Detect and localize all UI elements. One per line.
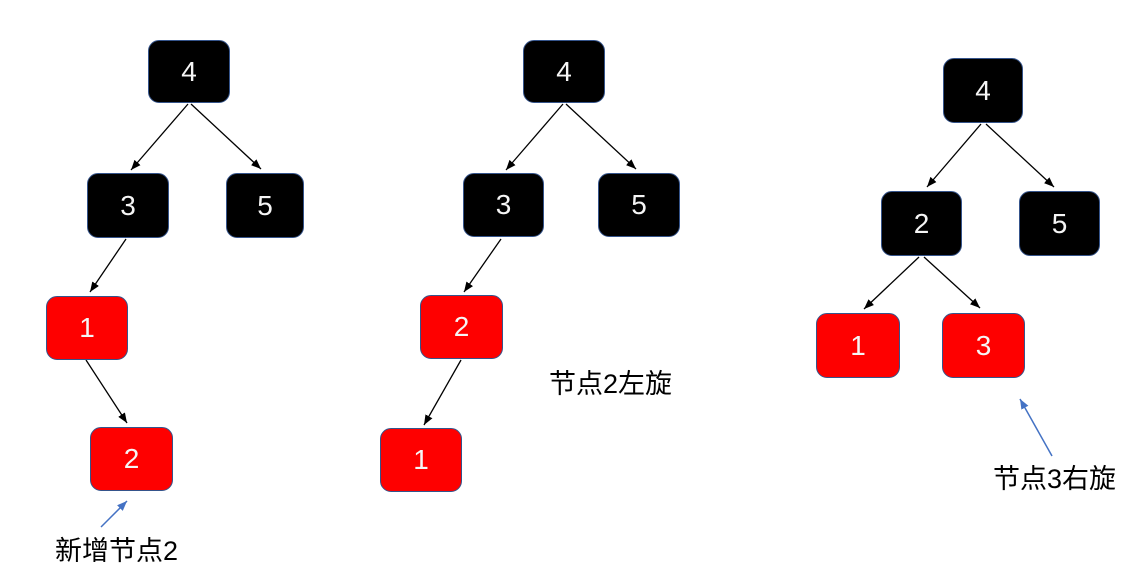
tree-3-edge-2-1 <box>863 256 920 310</box>
tree-3-node-3: 3 <box>942 313 1025 378</box>
tree-1-node-5: 5 <box>226 173 304 238</box>
tree-3-node-5: 5 <box>1019 191 1100 256</box>
tree-1-edge-1-2 <box>85 359 128 424</box>
tree-1-edge-4-3 <box>130 103 189 171</box>
new-node-pointer-arrow <box>100 500 128 528</box>
tree-2-node-4: 4 <box>523 40 605 103</box>
caption-new-node-2: 新增节点2 <box>55 536 179 566</box>
tree-3-node-2: 2 <box>881 191 962 256</box>
caption-node-3-right-rotate: 节点3右旋 <box>993 464 1117 494</box>
tree-2-node-2: 2 <box>420 295 503 359</box>
tree-1-node-4: 4 <box>148 40 230 103</box>
caption-node-2-left-rotate: 节点2左旋 <box>549 369 673 399</box>
tree-2-edge-4-3 <box>505 103 564 171</box>
tree-2-edge-4-5 <box>565 103 637 170</box>
tree-2-edge-2-1 <box>423 359 462 426</box>
tree-3-edge-4-2 <box>926 123 982 188</box>
tree-1-edge-4-5 <box>190 103 262 170</box>
right-rotate-pointer-arrow <box>1019 398 1053 457</box>
tree-2-node-5: 5 <box>598 173 680 237</box>
tree-3-node-4: 4 <box>943 58 1023 123</box>
tree-2-edge-3-2 <box>463 238 502 293</box>
tree-3-node-1: 1 <box>816 313 900 378</box>
tree-3-edge-4-5 <box>985 123 1055 188</box>
tree-1-node-3: 3 <box>87 173 169 238</box>
tree-2-node-3: 3 <box>463 173 544 237</box>
tree-1-edge-3-1 <box>89 238 127 293</box>
tree-2-node-1: 1 <box>380 428 462 492</box>
tree-1-node-1: 1 <box>46 296 128 360</box>
tree-1-node-2: 2 <box>90 427 173 491</box>
tree-3-edge-2-3 <box>923 256 981 309</box>
